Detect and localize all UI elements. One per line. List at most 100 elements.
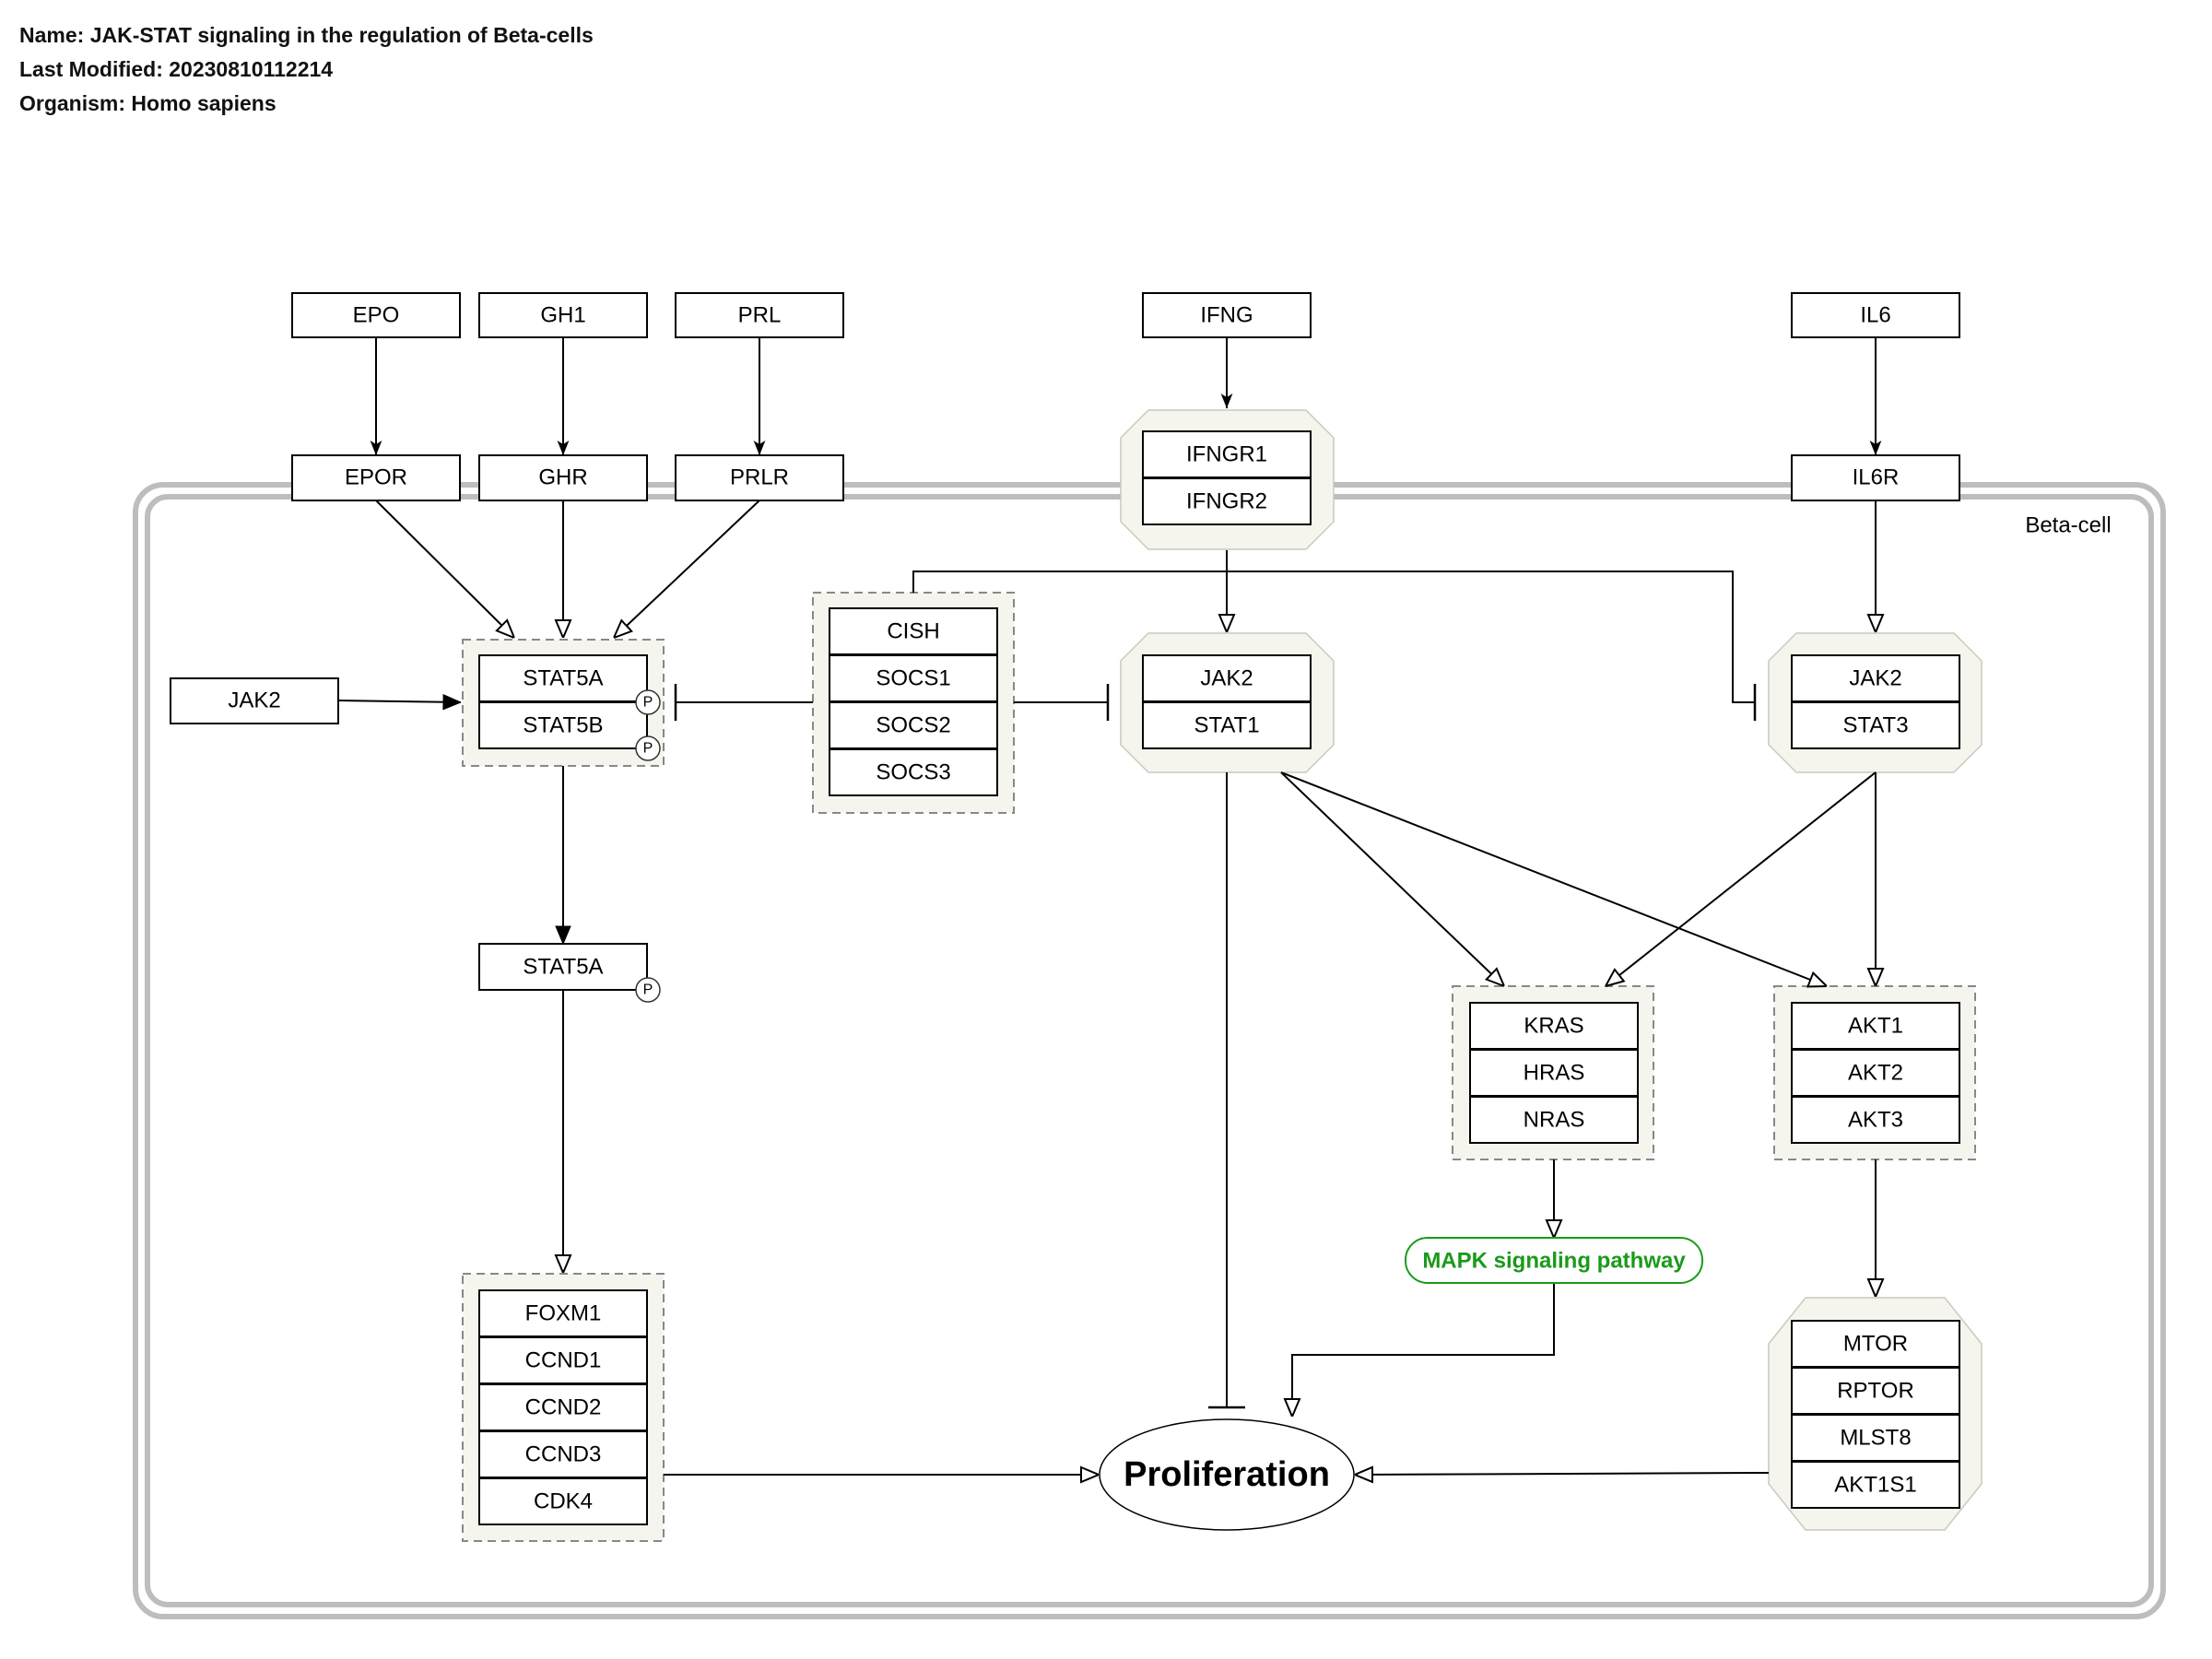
svg-text:CCND1: CCND1 bbox=[525, 1348, 602, 1373]
svg-text:SOCS2: SOCS2 bbox=[876, 713, 950, 738]
svg-text:STAT5B: STAT5B bbox=[523, 713, 603, 738]
phospho-site-stat5a: P bbox=[635, 689, 661, 715]
phenotype-proliferation[interactable]: Proliferation bbox=[1099, 1418, 1355, 1531]
node-stat5b[interactable]: STAT5B bbox=[478, 701, 648, 749]
svg-text:CDK4: CDK4 bbox=[534, 1489, 593, 1514]
node-cdk4[interactable]: CDK4 bbox=[478, 1477, 648, 1525]
svg-text:IFNGR2: IFNGR2 bbox=[1186, 489, 1267, 514]
last-modified: Last Modified: 20230810112214 bbox=[19, 57, 334, 81]
svg-text:IFNG: IFNG bbox=[1200, 303, 1253, 328]
node-stat5a-phospho[interactable]: STAT5A bbox=[478, 943, 648, 991]
svg-text:JAK2: JAK2 bbox=[228, 688, 280, 713]
svg-text:STAT5A: STAT5A bbox=[523, 666, 603, 691]
node-akt3[interactable]: AKT3 bbox=[1791, 1096, 1960, 1144]
node-stat3[interactable]: STAT3 bbox=[1791, 701, 1960, 749]
node-ghr[interactable]: GHR bbox=[478, 454, 648, 501]
node-gh1[interactable]: GH1 bbox=[478, 292, 648, 338]
node-foxm1[interactable]: FOXM1 bbox=[478, 1289, 648, 1337]
edge-jak2-stat5 bbox=[337, 700, 461, 702]
svg-text:EPOR: EPOR bbox=[345, 465, 407, 490]
svg-text:MAPK signaling pathway: MAPK signaling pathway bbox=[1422, 1249, 1686, 1274]
node-epor[interactable]: EPOR bbox=[291, 454, 461, 501]
node-stat1[interactable]: STAT1 bbox=[1142, 701, 1312, 749]
node-akt1s1[interactable]: AKT1S1 bbox=[1791, 1461, 1960, 1509]
phospho-site-stat5a-single: P bbox=[635, 977, 661, 1003]
edge-socs-stat3-inhibit bbox=[912, 571, 1757, 721]
svg-text:Proliferation: Proliferation bbox=[1124, 1455, 1330, 1494]
svg-text:AKT1: AKT1 bbox=[1848, 1014, 1903, 1039]
svg-text:SOCS1: SOCS1 bbox=[876, 666, 950, 691]
svg-text:GH1: GH1 bbox=[540, 303, 585, 328]
svg-text:IL6: IL6 bbox=[1860, 303, 1890, 328]
node-prl[interactable]: PRL bbox=[675, 292, 844, 338]
svg-text:SOCS3: SOCS3 bbox=[876, 760, 950, 785]
svg-text:CCND3: CCND3 bbox=[525, 1442, 602, 1467]
node-socs1[interactable]: SOCS1 bbox=[829, 654, 998, 702]
svg-text:EPO: EPO bbox=[353, 303, 400, 328]
node-akt1[interactable]: AKT1 bbox=[1791, 1002, 1960, 1050]
node-hras[interactable]: HRAS bbox=[1469, 1049, 1639, 1097]
edge-epor-stat5 bbox=[375, 500, 514, 638]
edge-stat1-ras bbox=[1280, 771, 1504, 986]
node-ifngr2[interactable]: IFNGR2 bbox=[1142, 477, 1312, 525]
svg-text:PRLR: PRLR bbox=[730, 465, 789, 490]
svg-text:KRAS: KRAS bbox=[1524, 1014, 1583, 1039]
svg-text:P: P bbox=[643, 695, 653, 711]
svg-text:NRAS: NRAS bbox=[1524, 1108, 1585, 1133]
pathway-mapk[interactable]: MAPK signaling pathway bbox=[1405, 1237, 1703, 1284]
svg-text:FOXM1: FOXM1 bbox=[525, 1301, 602, 1326]
edge-stat3-ras bbox=[1606, 771, 1877, 986]
node-jak2-right[interactable]: JAK2 bbox=[1791, 654, 1960, 702]
node-ccnd1[interactable]: CCND1 bbox=[478, 1336, 648, 1384]
svg-text:HRAS: HRAS bbox=[1524, 1061, 1585, 1086]
svg-text:IL6R: IL6R bbox=[1853, 465, 1900, 490]
svg-text:AKT3: AKT3 bbox=[1848, 1108, 1903, 1133]
node-kras[interactable]: KRAS bbox=[1469, 1002, 1639, 1050]
svg-text:RPTOR: RPTOR bbox=[1837, 1379, 1914, 1404]
node-jak2-mid[interactable]: JAK2 bbox=[1142, 654, 1312, 702]
svg-text:MLST8: MLST8 bbox=[1840, 1426, 1911, 1451]
svg-text:JAK2: JAK2 bbox=[1200, 666, 1253, 691]
edge-prlr-stat5 bbox=[614, 500, 760, 638]
edges bbox=[337, 337, 1877, 1475]
svg-text:JAK2: JAK2 bbox=[1849, 666, 1901, 691]
node-ifngr1[interactable]: IFNGR1 bbox=[1142, 430, 1312, 478]
node-mlst8[interactable]: MLST8 bbox=[1791, 1414, 1960, 1462]
pathway-name: Name: JAK-STAT signaling in the regulati… bbox=[19, 23, 594, 47]
node-jak2-left[interactable]: JAK2 bbox=[170, 677, 339, 724]
node-mtor[interactable]: MTOR bbox=[1791, 1320, 1960, 1368]
node-prlr[interactable]: PRLR bbox=[675, 454, 844, 501]
svg-text:STAT5A: STAT5A bbox=[523, 955, 603, 980]
svg-text:STAT1: STAT1 bbox=[1194, 713, 1259, 738]
phospho-site-stat5b: P bbox=[635, 735, 661, 761]
svg-text:P: P bbox=[643, 982, 653, 998]
node-stat5a[interactable]: STAT5A bbox=[478, 654, 648, 702]
organism: Organism: Homo sapiens bbox=[19, 91, 276, 115]
svg-text:AKT1S1: AKT1S1 bbox=[1834, 1473, 1916, 1498]
svg-text:IFNGR1: IFNGR1 bbox=[1186, 442, 1267, 467]
node-cish[interactable]: CISH bbox=[829, 607, 998, 655]
node-il6r[interactable]: IL6R bbox=[1791, 454, 1960, 501]
node-socs3[interactable]: SOCS3 bbox=[829, 748, 998, 796]
node-akt2[interactable]: AKT2 bbox=[1791, 1049, 1960, 1097]
svg-text:PRL: PRL bbox=[738, 303, 782, 328]
svg-text:CCND2: CCND2 bbox=[525, 1395, 602, 1420]
node-ccnd3[interactable]: CCND3 bbox=[478, 1430, 648, 1478]
node-nras[interactable]: NRAS bbox=[1469, 1096, 1639, 1144]
pathway-header: Name: JAK-STAT signaling in the regulati… bbox=[19, 18, 594, 121]
svg-text:AKT2: AKT2 bbox=[1848, 1061, 1903, 1086]
node-il6[interactable]: IL6 bbox=[1791, 292, 1960, 338]
svg-text:P: P bbox=[643, 741, 653, 757]
node-socs2[interactable]: SOCS2 bbox=[829, 701, 998, 749]
edge-stat1-akt bbox=[1280, 771, 1827, 986]
node-ifng[interactable]: IFNG bbox=[1142, 292, 1312, 338]
svg-text:STAT3: STAT3 bbox=[1842, 713, 1908, 738]
node-ccnd2[interactable]: CCND2 bbox=[478, 1383, 648, 1431]
compartment-label: Beta-cell bbox=[2025, 513, 2111, 538]
node-epo[interactable]: EPO bbox=[291, 292, 461, 338]
svg-text:MTOR: MTOR bbox=[1843, 1332, 1908, 1357]
node-rptor[interactable]: RPTOR bbox=[1791, 1367, 1960, 1415]
edge-mapk-proliferation bbox=[1292, 1283, 1555, 1417]
edge-mtor-proliferation bbox=[1355, 1473, 1770, 1475]
